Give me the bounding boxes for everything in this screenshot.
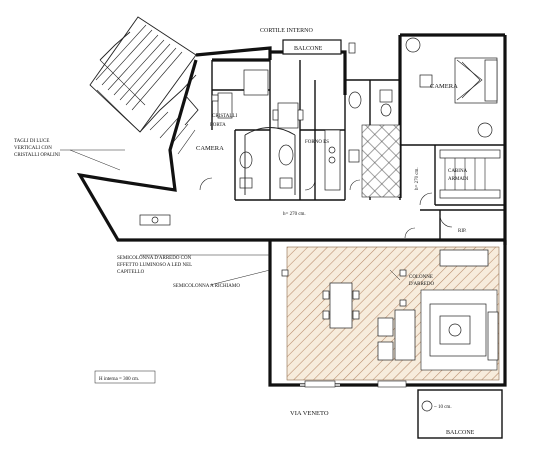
label-tagli-2: VERTICALI CON bbox=[14, 146, 52, 151]
label-colonne-2: D'ARREDO bbox=[409, 282, 434, 287]
label-tagli-1: TAGLI DI LUCE bbox=[14, 139, 49, 144]
label-semicolonna-2: SEMICOLONNA A RICHIAMO bbox=[173, 284, 240, 289]
label-dim-10: ~ 10 cm. bbox=[434, 405, 452, 410]
label-cortile: CORTILE INTERNO bbox=[260, 28, 313, 34]
label-semicolonna-1b: EFFETTO LUMINOSO A LED NEL bbox=[117, 263, 192, 268]
label-h270-vert: h= 270 cm. bbox=[415, 167, 420, 190]
label-balcone-bottom: BALCONE bbox=[446, 430, 475, 436]
label-semicolonna-1c: CAPITELLO bbox=[117, 270, 145, 275]
label-via-veneto: VIA VENETO bbox=[290, 410, 329, 417]
label-h-interna: H interna = 300 cm. bbox=[99, 377, 139, 382]
furniture bbox=[139, 37, 501, 361]
label-porta: PORTA bbox=[210, 123, 226, 128]
staircase bbox=[89, 16, 197, 155]
label-tagli-3: CRISTALLI OPALINI bbox=[14, 153, 60, 158]
label-forno: FORNO ES bbox=[305, 140, 329, 145]
label-armadi: ARMADI bbox=[448, 177, 469, 182]
label-camera-left: CAMERA bbox=[196, 145, 224, 152]
bathroom-tiles bbox=[361, 124, 401, 198]
balcone-bottom bbox=[417, 389, 503, 439]
label-rip: RIP. bbox=[458, 229, 466, 234]
label-h270: h= 270 cm. bbox=[283, 212, 306, 217]
labels: CORTILE INTERNO BALCONE CAMERA CRISTALLI… bbox=[14, 28, 475, 436]
leader-lines bbox=[60, 149, 401, 286]
balcone-top bbox=[282, 39, 356, 55]
label-colonne-1: COLONNE bbox=[409, 275, 433, 280]
doors bbox=[199, 177, 453, 239]
label-semicolonna-1a: SEMICOLONNA D'ARREDO CON bbox=[117, 256, 192, 261]
label-cristalli: CRISTALLI bbox=[212, 114, 237, 119]
label-balcone-top: BALCONE bbox=[294, 46, 323, 52]
label-cabina: CABINA bbox=[448, 169, 468, 174]
outer-walls bbox=[76, 33, 507, 387]
label-camera-right: CAMERA bbox=[430, 83, 458, 90]
